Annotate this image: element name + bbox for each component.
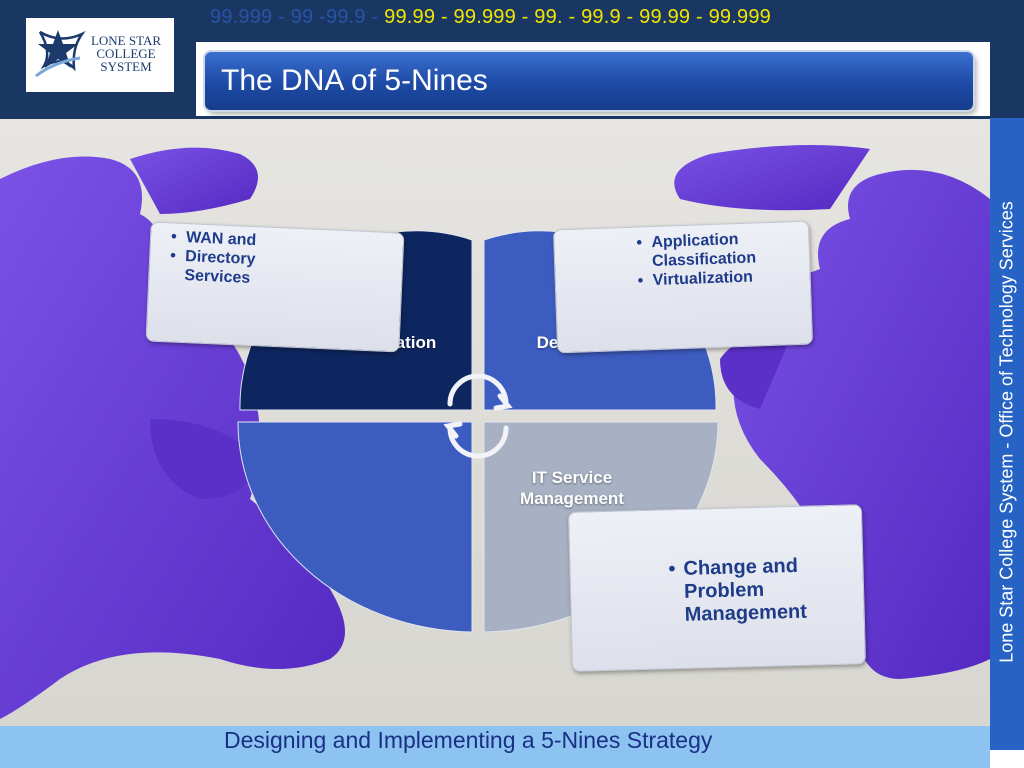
nines-bright-text: 99.99 - 99.999 - 99. - 99.9 - 99.99 - 99… bbox=[384, 6, 771, 28]
footer-text: Designing and Implementing a 5-Nines Str… bbox=[224, 727, 713, 753]
nines-band bbox=[196, 0, 1024, 42]
itsm-line-2: Management bbox=[520, 489, 624, 508]
cycle-arrows-icon bbox=[443, 373, 513, 459]
nines-banner-text: 99.999 - 99 -99.9 - 99.99 - 99.999 - 99.… bbox=[210, 6, 771, 29]
logo-line-1: LONE STAR bbox=[90, 33, 162, 48]
logo-line-3: SYSTEM bbox=[100, 59, 152, 74]
footer-band bbox=[0, 726, 990, 768]
logo-wordmark: LONE STAR COLLEGE SYSTEM bbox=[84, 34, 168, 73]
right-glove-knuckle bbox=[720, 336, 790, 409]
nines-faint-text: 99.999 - 99 -99.9 - bbox=[210, 6, 379, 28]
itsm-line-1: IT Service bbox=[531, 468, 613, 487]
left-glove-thumb bbox=[150, 419, 260, 499]
star-icon bbox=[35, 30, 86, 78]
header-rule bbox=[0, 116, 1024, 119]
right-glove-finger bbox=[674, 145, 870, 211]
title-bar: The DNA of 5-Nines bbox=[205, 52, 973, 110]
right-sidebar bbox=[990, 118, 1024, 750]
left-glove-finger bbox=[130, 147, 258, 214]
slide-title: The DNA of 5-Nines bbox=[221, 64, 488, 97]
quadrant-label-itsm: IT Service Management bbox=[492, 467, 652, 509]
sidebar-text: Lone Star College System - Office of Tec… bbox=[996, 201, 1017, 663]
quadrant-bottom-left[interactable] bbox=[237, 421, 473, 633]
card-app-item: Virtualization bbox=[637, 267, 757, 290]
photo-area: Foundation Design IT Service Management bbox=[0, 119, 990, 726]
logo-line-2: COLLEGE bbox=[96, 46, 156, 61]
lone-star-logo: LONE STAR COLLEGE SYSTEM bbox=[26, 18, 174, 92]
